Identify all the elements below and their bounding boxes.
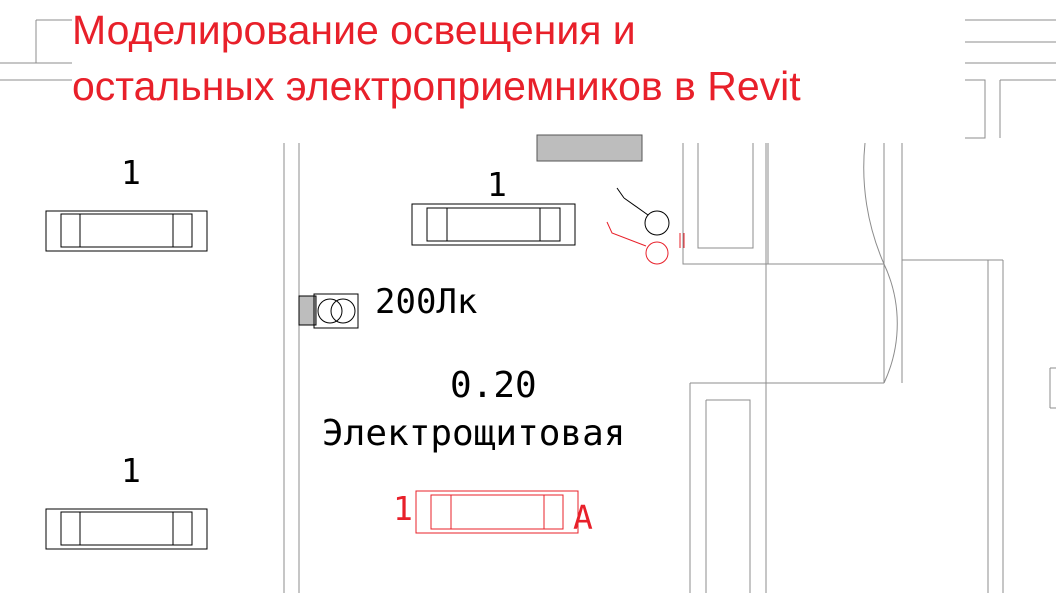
switch-symbol-selected[interactable] — [606, 221, 685, 265]
luminaire-selected[interactable] — [415, 490, 579, 534]
wall-equipment-top[interactable] — [536, 134, 643, 162]
group-label-bottom-left: 1 — [121, 451, 141, 490]
luminaire-top-center[interactable] — [411, 203, 576, 246]
illuminance-sensor[interactable] — [298, 293, 359, 329]
room-name: Электрощитовая — [322, 413, 625, 454]
luminaire-top-left[interactable] — [45, 210, 208, 252]
selected-phase-label: A — [573, 498, 593, 537]
illuminance-label: 200Лк — [375, 282, 477, 322]
group-label-top-left: 1 — [121, 153, 141, 192]
group-label-top-center: 1 — [487, 165, 507, 204]
luminaire-bottom-left[interactable] — [45, 508, 208, 550]
room-number: 0.20 — [450, 365, 537, 406]
title-line-2: остальных электроприемников в Revit — [72, 66, 807, 107]
wall-left — [283, 143, 300, 593]
switch-symbol[interactable] — [616, 187, 670, 236]
door-and-walls-right — [682, 142, 1056, 593]
wall-top — [0, 19, 1056, 139]
title-line-1: Моделирование освещения и — [72, 10, 642, 51]
selected-group-label: 1 — [393, 489, 413, 528]
